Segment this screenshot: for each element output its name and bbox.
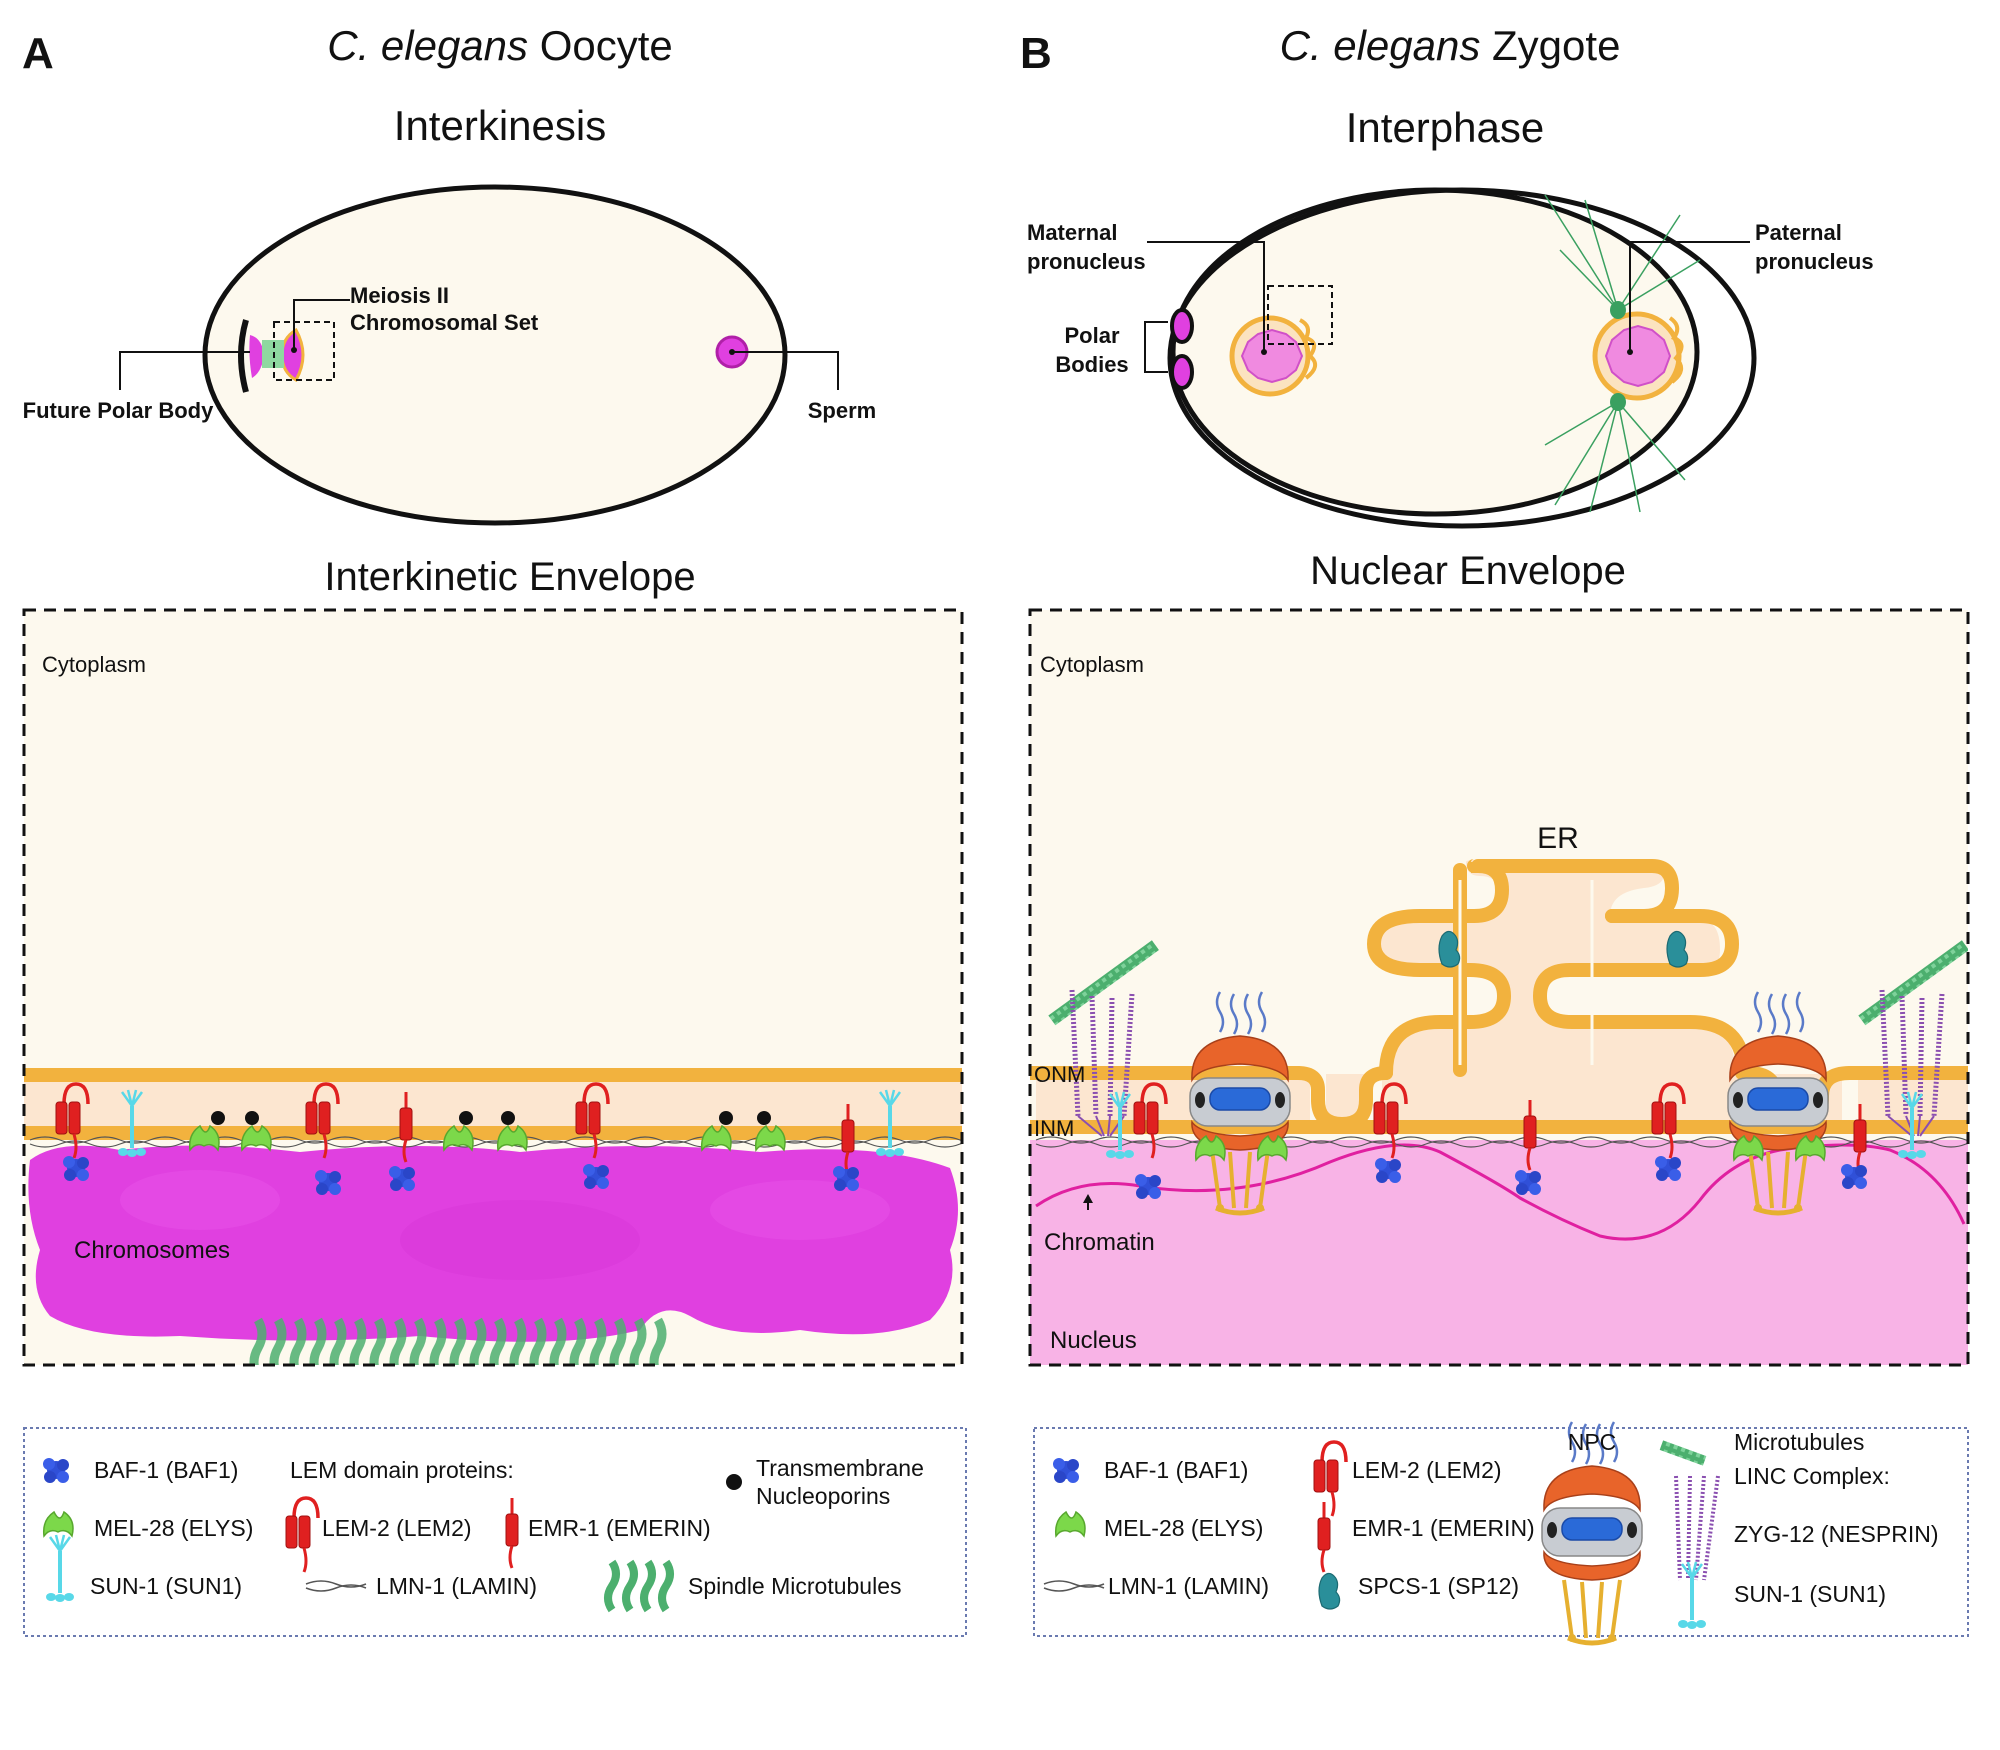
legend-b-baf: BAF-1 (BAF1) (1104, 1457, 1248, 1483)
legend-b-spcs: SPCS-1 (SP12) (1358, 1573, 1519, 1599)
legend-b-lem2: LEM-2 (LEM2) (1352, 1457, 1502, 1483)
zygote-diagram (1144, 187, 1757, 529)
label-maternal-line1: Maternal (1027, 220, 1117, 245)
label-nucleus: Nucleus (1050, 1327, 1137, 1354)
label-polar-line2: Bodies (1055, 352, 1128, 377)
label-future-polar-body: Future Polar Body (23, 398, 214, 423)
legend-a-mel: MEL-28 (ELYS) (94, 1515, 253, 1541)
panel-a-stage: Interkinesis (394, 102, 606, 149)
legend-a-transmembrane-2: Nucleoporins (756, 1483, 890, 1509)
label-cytoplasm-a: Cytoplasm (42, 652, 146, 677)
label-meiosis-line2: Chromosomal Set (350, 310, 539, 335)
legend-a-lem-header: LEM domain proteins: (290, 1457, 514, 1483)
legend-a-spindle: Spindle Microtubules (688, 1573, 902, 1599)
label-sperm: Sperm (808, 398, 876, 423)
panel-b-letter: B (1020, 29, 1052, 78)
label-paternal-line1: Paternal (1755, 220, 1842, 245)
label-cytoplasm-b: Cytoplasm (1040, 652, 1144, 677)
panel-a-title: C. elegans Oocyte (327, 22, 673, 69)
panel-a-envelope-title: Interkinetic Envelope (324, 555, 695, 599)
nuclear-envelope-panel (1028, 608, 1970, 1367)
legend-a-emr: EMR-1 (EMERIN) (528, 1515, 711, 1541)
legend-a-sun: SUN-1 (SUN1) (90, 1573, 242, 1599)
legend-a-baf: BAF-1 (BAF1) (94, 1457, 238, 1483)
legend-b-sun: SUN-1 (SUN1) (1734, 1581, 1886, 1607)
legend-a-lmn: LMN-1 (LAMIN) (376, 1573, 537, 1599)
panel-b-envelope-title: Nuclear Envelope (1310, 549, 1626, 593)
spindle-microtubules (249, 1317, 667, 1365)
label-meiosis-line1: Meiosis II (350, 283, 449, 308)
label-onm: ONM (1034, 1062, 1085, 1087)
panel-b-stage: Interphase (1346, 104, 1544, 151)
label-chromosomes: Chromosomes (74, 1237, 230, 1264)
panel-b-title: C. elegans Zygote (1280, 22, 1621, 69)
legend-a-lem2: LEM-2 (LEM2) (322, 1515, 472, 1541)
label-maternal-line2: pronucleus (1027, 249, 1146, 274)
legend-b-microtubules: Microtubules (1734, 1429, 1864, 1455)
legend-b-mel: MEL-28 (ELYS) (1104, 1515, 1263, 1541)
legend-b-npc: NPC (1568, 1429, 1617, 1455)
label-polar-line1: Polar (1064, 323, 1119, 348)
label-inm: INM (1034, 1116, 1074, 1141)
legend-b-lmn: LMN-1 (LAMIN) (1108, 1573, 1269, 1599)
label-chromatin: Chromatin (1044, 1229, 1155, 1256)
legend-b (1033, 1422, 1969, 1643)
legend-b-emr: EMR-1 (EMERIN) (1352, 1515, 1535, 1541)
oocyte-diagram (119, 184, 839, 526)
legend-b-zyg: ZYG-12 (NESPRIN) (1734, 1521, 1938, 1547)
label-paternal-line2: pronucleus (1755, 249, 1874, 274)
legend-a-transmembrane-1: Transmembrane (756, 1455, 924, 1481)
interkinetic-envelope-panel (22, 608, 964, 1367)
panel-a-letter: A (22, 29, 54, 78)
legend-b-linc: LINC Complex: (1734, 1463, 1890, 1489)
chromosome-mass (28, 1145, 958, 1342)
label-er: ER (1537, 822, 1579, 855)
legend-a (23, 1427, 967, 1637)
